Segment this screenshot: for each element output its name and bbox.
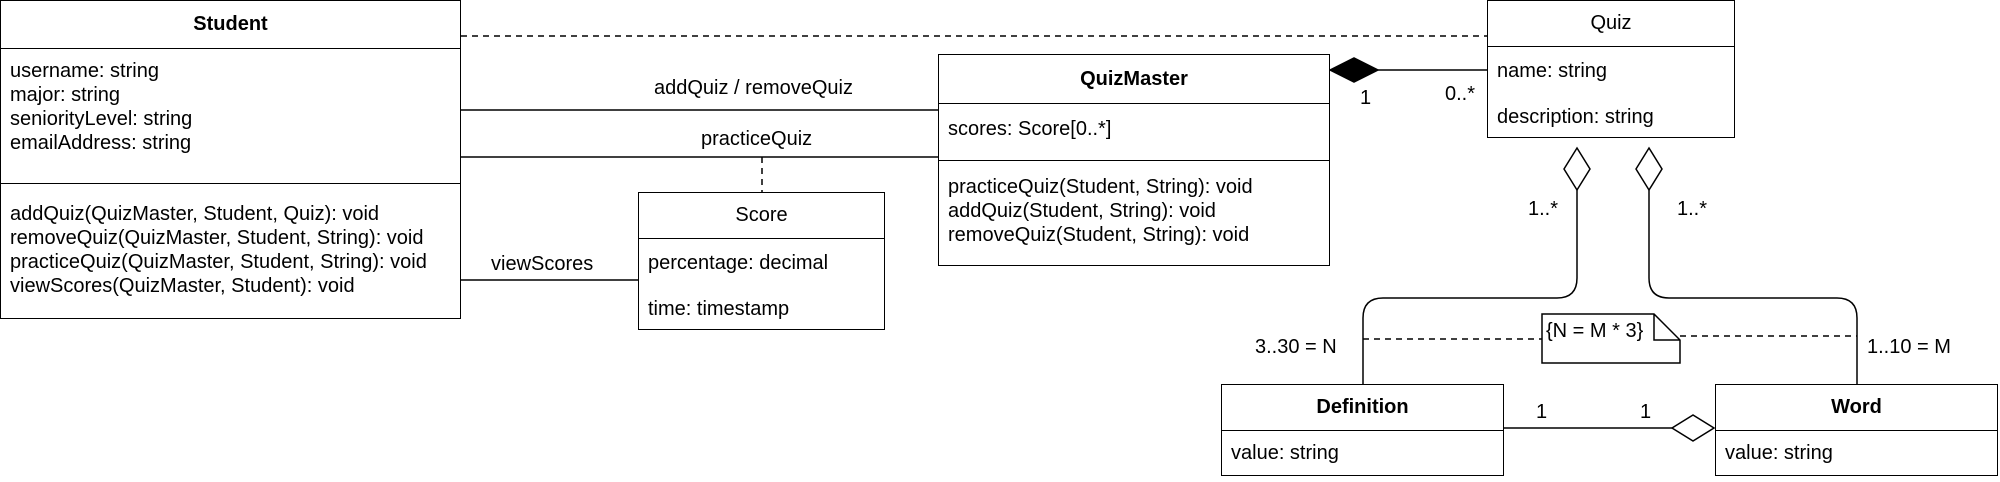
class-definition-attributes: value: string (1222, 431, 1503, 465)
class-student-attributes: username: string major: string seniority… (1, 49, 460, 184)
attribute: major: string (10, 84, 121, 106)
attribute: value: string (1231, 442, 1339, 464)
label-practice-quiz: practiceQuiz (701, 128, 813, 150)
multiplicity-definition-word-right: 1 (1640, 401, 1652, 423)
class-definition[interactable]: Definition value: string (1221, 384, 1504, 476)
note-shape (1541, 313, 1681, 364)
label-view-scores: viewScores (491, 253, 594, 275)
attribute: time: timestamp (648, 298, 790, 320)
attribute: username: string (10, 60, 159, 82)
aggregation-diamond-def-word (1670, 414, 1716, 442)
constraint-note-text: {N = M * 3} (1546, 320, 1644, 342)
class-quizmaster[interactable]: QuizMaster scores: Score[0..*] practiceQ… (938, 54, 1330, 266)
class-definition-name: Definition (1222, 385, 1503, 431)
method: practiceQuiz(Student, String): void (948, 176, 1253, 198)
multiplicity-definition-agg: 1..* (1528, 198, 1559, 220)
class-quiz-attributes: name: string description: string (1488, 47, 1734, 129)
class-quiz[interactable]: Quiz name: string description: string (1487, 0, 1735, 138)
method: viewScores(QuizMaster, Student): void (10, 275, 355, 297)
class-student[interactable]: Student username: string major: string s… (0, 0, 461, 319)
class-quizmaster-attributes: scores: Score[0..*] (939, 104, 1329, 161)
method: addQuiz(QuizMaster, Student, Quiz): void (10, 203, 380, 225)
class-score-name: Score (639, 193, 884, 239)
multiplicity-quizmaster: 1 (1360, 87, 1372, 109)
multiplicity-quiz: 0..* (1445, 83, 1476, 105)
multiplicity-word-agg: 1..* (1677, 198, 1708, 220)
class-quizmaster-methods: practiceQuiz(Student, String): void addQ… (939, 161, 1329, 247)
composition-diamond (1328, 57, 1380, 83)
quiz-definition-aggregation-line (1362, 190, 1578, 384)
attribute: emailAddress: string (10, 132, 192, 154)
attribute: name: string (1497, 60, 1608, 82)
class-word-attributes: value: string (1716, 431, 1997, 465)
label-add-remove-quiz: addQuiz / removeQuiz (654, 77, 853, 99)
class-student-methods: addQuiz(QuizMaster, Student, Quiz): void… (1, 184, 460, 298)
attribute: percentage: decimal (648, 252, 829, 274)
attribute: seniorityLevel: string (10, 108, 193, 130)
multiplicity-definition-n: 3..30 = N (1255, 336, 1337, 358)
method: practiceQuiz(QuizMaster, Student, String… (10, 251, 427, 273)
class-quiz-name: Quiz (1488, 1, 1734, 47)
class-word[interactable]: Word value: string (1715, 384, 1998, 476)
attribute: description: string (1497, 106, 1654, 128)
method: removeQuiz(Student, String): void (948, 224, 1250, 246)
class-quizmaster-name: QuizMaster (939, 55, 1329, 104)
constraint-note[interactable]: {N = M * 3} (1542, 314, 1680, 363)
aggregation-diamond-word (1635, 146, 1663, 192)
class-student-name: Student (1, 1, 460, 49)
class-score-attributes: percentage: decimal time: timestamp (639, 239, 884, 321)
class-word-name: Word (1716, 385, 1997, 431)
class-score[interactable]: Score percentage: decimal time: timestam… (638, 192, 885, 330)
multiplicity-definition-word-left: 1 (1536, 401, 1548, 423)
aggregation-diamond-definition (1563, 146, 1591, 192)
attribute: value: string (1725, 442, 1833, 464)
method: removeQuiz(QuizMaster, Student, String):… (10, 227, 424, 249)
multiplicity-word-m: 1..10 = M (1867, 336, 1951, 358)
attribute: scores: Score[0..*] (948, 118, 1112, 140)
quiz-word-aggregation-line (1648, 190, 1858, 384)
method: addQuiz(Student, String): void (948, 200, 1216, 222)
